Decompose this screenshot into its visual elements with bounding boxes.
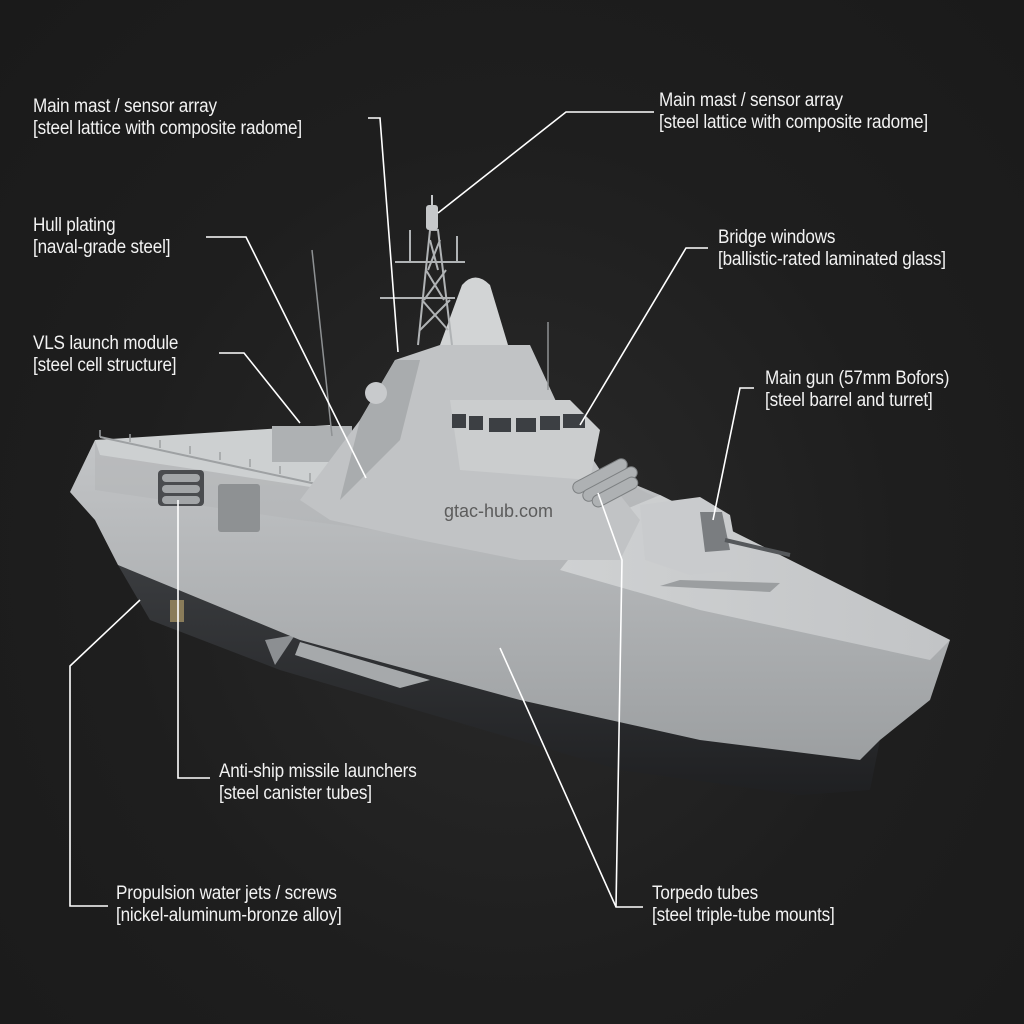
callout-material: [steel cell structure] [33, 355, 177, 376]
callout-material: [steel barrel and turret] [765, 390, 933, 411]
leader-torpedo-b [597, 492, 623, 908]
callout-title: Main gun (57mm Bofors) [765, 368, 950, 389]
leader-vls [219, 352, 301, 424]
callout-title: Torpedo tubes [652, 883, 759, 904]
callout-main-mast-right: Main mast / sensor array [steel lattice … [659, 90, 928, 134]
callout-main-mast-left: Main mast / sensor array [steel lattice … [33, 96, 302, 140]
callout-torpedo-tubes: Torpedo tubes [steel triple-tube mounts] [652, 883, 835, 927]
torpedo-tubes [572, 458, 639, 508]
callout-title: Main mast / sensor array [33, 96, 217, 117]
callout-material: [nickel-aluminum-bronze alloy] [116, 905, 342, 926]
callout-material: [steel lattice with composite radome] [33, 118, 302, 139]
callout-material: [ballistic-rated laminated glass] [718, 249, 946, 270]
leader-hull [206, 236, 367, 479]
callout-title: Propulsion water jets / screws [116, 883, 337, 904]
callout-material: [steel triple-tube mounts] [652, 905, 835, 926]
callout-anti-ship-missiles: Anti-ship missile launchers [steel canis… [219, 761, 417, 805]
leader-lines [69, 111, 754, 908]
watermark: gtac-hub.com [444, 501, 554, 521]
vent-grille [218, 484, 260, 532]
callout-title: Hull plating [33, 215, 116, 236]
callout-title: Bridge windows [718, 227, 836, 248]
callout-title: VLS launch module [33, 333, 179, 354]
bridge-windows [452, 414, 585, 432]
callout-main-gun: Main gun (57mm Bofors) [steel barrel and… [765, 368, 949, 412]
callout-title: Anti-ship missile launchers [219, 761, 417, 782]
callout-material: [steel lattice with composite radome] [659, 112, 928, 133]
leader-mast-left [368, 117, 399, 353]
main-gun-turret [640, 497, 791, 592]
callout-material: [naval-grade steel] [33, 237, 171, 258]
callout-title: Main mast / sensor array [659, 90, 843, 111]
leader-propulsion [69, 599, 141, 907]
callout-hull-plating: Hull plating [naval-grade steel] [33, 215, 170, 259]
superstructure [300, 195, 791, 592]
leader-antiship [177, 500, 210, 779]
radome [440, 277, 508, 345]
lower-hull [118, 565, 880, 795]
callout-bridge-windows: Bridge windows [ballistic-rated laminate… [718, 227, 946, 271]
water-jet-icon [170, 600, 184, 622]
leader-gun [712, 387, 754, 521]
callout-vls-launch-module: VLS launch module [steel cell structure] [33, 333, 178, 377]
leader-bridge [579, 247, 708, 426]
leader-mast-right [437, 111, 654, 214]
callout-propulsion: Propulsion water jets / screws [nickel-a… [116, 883, 342, 927]
callout-material: [steel canister tubes] [219, 783, 372, 804]
